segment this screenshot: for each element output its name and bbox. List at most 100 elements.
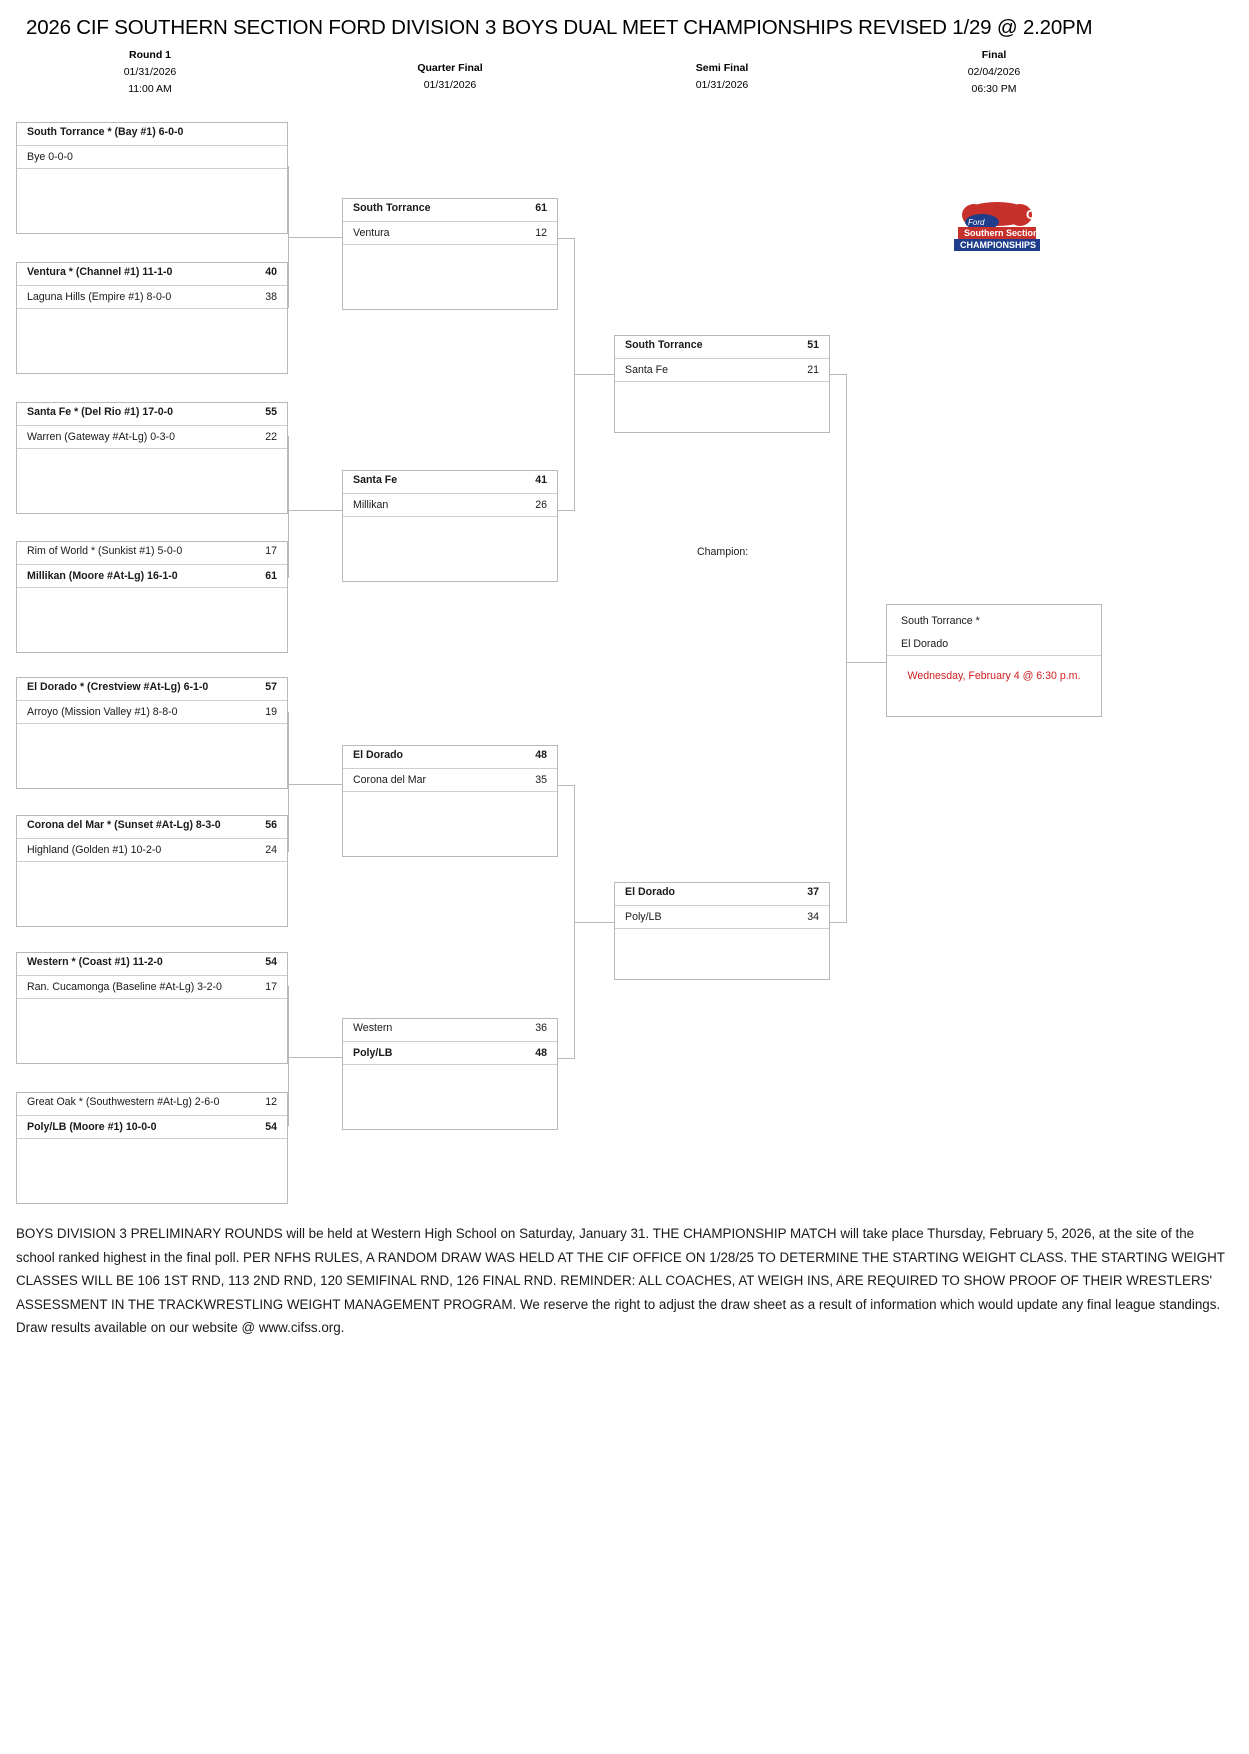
match-slot-top[interactable]: South Torrance * (Bay #1) 6-0-0 <box>17 123 287 146</box>
team-name: Rim of World * (Sunkist #1) 5-0-0 <box>27 545 183 557</box>
match-slot-top[interactable]: South Torrance 51 <box>615 336 829 359</box>
team-score: 12 <box>535 227 547 239</box>
match-slot-bottom[interactable]: Highland (Golden #1) 10-2-0 24 <box>17 839 287 862</box>
team-name: Poly/LB <box>353 1047 393 1059</box>
team-score: 40 <box>265 266 277 278</box>
bracket-connector <box>558 238 575 239</box>
team-score: 24 <box>265 844 277 856</box>
match-slot-top[interactable]: Santa Fe 41 <box>343 471 557 494</box>
team-name: South Torrance * <box>901 614 980 627</box>
match-slot-bottom[interactable]: Laguna Hills (Empire #1) 8-0-0 38 <box>17 286 287 309</box>
team-score: 48 <box>535 749 547 761</box>
match-slot-top[interactable]: Great Oak * (Southwestern #At-Lg) 2-6-0 … <box>17 1093 287 1116</box>
team-name: Ventura * (Channel #1) 11-1-0 <box>27 266 173 278</box>
svg-text:CHAMPIONSHIPS: CHAMPIONSHIPS <box>960 240 1036 250</box>
footer-notes: BOYS DIVISION 3 PRELIMINARY ROUNDS will … <box>16 1226 1225 1335</box>
team-name: Great Oak * (Southwestern #At-Lg) 2-6-0 <box>27 1096 220 1108</box>
match-slot-top[interactable]: El Dorado 37 <box>615 883 829 906</box>
match-qf-1[interactable]: South Torrance 61 Ventura 12 <box>342 198 558 310</box>
round-header-date: 01/31/2026 <box>123 66 177 78</box>
team-name: Poly/LB (Moore #1) 10-0-0 <box>27 1121 157 1133</box>
team-score: 54 <box>265 956 277 968</box>
match-slot-top[interactable]: Corona del Mar * (Sunset #At-Lg) 8-3-0 5… <box>17 816 287 839</box>
bracket-connector <box>846 374 847 922</box>
team-name: Millikan <box>353 499 389 511</box>
match-slot-bottom[interactable]: Corona del Mar 35 <box>343 769 557 792</box>
round-header-semi-final: Semi Final 01/31/2026 <box>662 60 782 94</box>
match-slot-bottom[interactable]: Santa Fe 21 <box>615 359 829 382</box>
cif-championships-logo: CIF Ford Southern Section CHAMPIONSHIPS <box>938 200 1056 258</box>
round-header-name: Round 1 <box>129 49 171 61</box>
team-score: 37 <box>807 886 819 898</box>
match-slot-top[interactable]: Santa Fe * (Del Rio #1) 17-0-0 55 <box>17 403 287 426</box>
match-qf-3[interactable]: El Dorado 48 Corona del Mar 35 <box>342 745 558 857</box>
team-name: Highland (Golden #1) 10-2-0 <box>27 844 162 856</box>
final-slot-top[interactable]: South Torrance * <box>887 605 1101 632</box>
round-header-date: 01/31/2026 <box>695 79 749 91</box>
match-r1-4[interactable]: Rim of World * (Sunkist #1) 5-0-0 17 Mil… <box>16 541 288 653</box>
match-r1-8[interactable]: Great Oak * (Southwestern #At-Lg) 2-6-0 … <box>16 1092 288 1204</box>
match-qf-2[interactable]: Santa Fe 41 Millikan 26 <box>342 470 558 582</box>
match-slot-bottom[interactable]: Bye 0-0-0 <box>17 146 287 169</box>
match-notes-area <box>615 382 829 478</box>
match-slot-bottom[interactable]: Arroyo (Mission Valley #1) 8-8-0 19 <box>17 701 287 724</box>
match-sf-1[interactable]: South Torrance 51 Santa Fe 21 <box>614 335 830 433</box>
svg-text:Southern Section: Southern Section <box>964 228 1039 238</box>
bracket-connector <box>288 712 289 852</box>
bracket-connector <box>574 374 614 375</box>
team-name: El Dorado <box>353 749 404 761</box>
match-slot-bottom[interactable]: Poly/LB (Moore #1) 10-0-0 54 <box>17 1116 287 1139</box>
match-slot-bottom[interactable]: Ran. Cucamonga (Baseline #At-Lg) 3-2-0 1… <box>17 976 287 999</box>
team-score: 56 <box>265 819 277 831</box>
match-slot-top[interactable]: Western 36 <box>343 1019 557 1042</box>
match-slot-bottom[interactable]: Millikan (Moore #At-Lg) 16-1-0 61 <box>17 565 287 588</box>
team-name: Corona del Mar <box>353 774 427 786</box>
team-score: 57 <box>265 681 277 693</box>
team-score: 19 <box>265 706 277 718</box>
match-sf-2[interactable]: El Dorado 37 Poly/LB 34 <box>614 882 830 980</box>
match-slot-bottom[interactable]: Poly/LB 48 <box>343 1042 557 1065</box>
match-r1-1[interactable]: South Torrance * (Bay #1) 6-0-0 Bye 0-0-… <box>16 122 288 234</box>
match-notes-area <box>343 792 557 902</box>
match-r1-2[interactable]: Ventura * (Channel #1) 11-1-0 40 Laguna … <box>16 262 288 374</box>
match-r1-6[interactable]: Corona del Mar * (Sunset #At-Lg) 8-3-0 5… <box>16 815 288 927</box>
team-name: Laguna Hills (Empire #1) 8-0-0 <box>27 291 172 303</box>
bracket-connector <box>288 436 289 578</box>
match-slot-top[interactable]: Rim of World * (Sunkist #1) 5-0-0 17 <box>17 542 287 565</box>
round-header-name: Final <box>981 49 1007 61</box>
match-slot-bottom[interactable]: Ventura 12 <box>343 222 557 245</box>
match-notes-area <box>343 245 557 355</box>
match-slot-bottom[interactable]: Millikan 26 <box>343 494 557 517</box>
bracket-connector <box>288 784 342 785</box>
match-qf-4[interactable]: Western 36 Poly/LB 48 <box>342 1018 558 1130</box>
match-notes-area <box>343 517 557 627</box>
match-slot-top[interactable]: Western * (Coast #1) 11-2-0 54 <box>17 953 287 976</box>
match-slot-bottom[interactable]: Poly/LB 34 <box>615 906 829 929</box>
team-score: 17 <box>265 545 277 557</box>
bracket-connector <box>558 785 575 786</box>
team-name: Bye 0-0-0 <box>27 151 73 163</box>
match-notes-area <box>615 929 829 1025</box>
team-name: Millikan (Moore #At-Lg) 16-1-0 <box>27 570 178 582</box>
match-r1-5[interactable]: El Dorado * (Crestview #At-Lg) 6-1-0 57 … <box>16 677 288 789</box>
bracket-connector <box>830 374 847 375</box>
match-final[interactable]: South Torrance * El Dorado Wednesday, Fe… <box>886 604 1102 717</box>
team-score: 35 <box>535 774 547 786</box>
match-slot-top[interactable]: El Dorado * (Crestview #At-Lg) 6-1-0 57 <box>17 678 287 701</box>
team-name: Western <box>353 1022 393 1034</box>
match-slot-top[interactable]: South Torrance 61 <box>343 199 557 222</box>
match-slot-bottom[interactable]: Warren (Gateway #At-Lg) 0-3-0 22 <box>17 426 287 449</box>
team-score: 41 <box>535 474 547 486</box>
team-name: Ventura <box>353 227 390 239</box>
match-r1-7[interactable]: Western * (Coast #1) 11-2-0 54 Ran. Cuca… <box>16 952 288 1064</box>
svg-text:CIF: CIF <box>1026 207 1047 222</box>
final-date-note: Wednesday, February 4 @ 6:30 p.m. <box>907 670 1081 682</box>
match-slot-top[interactable]: Ventura * (Channel #1) 11-1-0 40 <box>17 263 287 286</box>
final-slot-bottom[interactable]: El Dorado <box>887 632 1101 656</box>
match-r1-3[interactable]: Santa Fe * (Del Rio #1) 17-0-0 55 Warren… <box>16 402 288 514</box>
team-name: South Torrance * (Bay #1) 6-0-0 <box>27 126 184 138</box>
match-slot-top[interactable]: El Dorado 48 <box>343 746 557 769</box>
team-score: 36 <box>535 1022 547 1034</box>
team-name: Arroyo (Mission Valley #1) 8-8-0 <box>27 706 178 718</box>
round-header-date: 01/31/2026 <box>423 79 477 91</box>
